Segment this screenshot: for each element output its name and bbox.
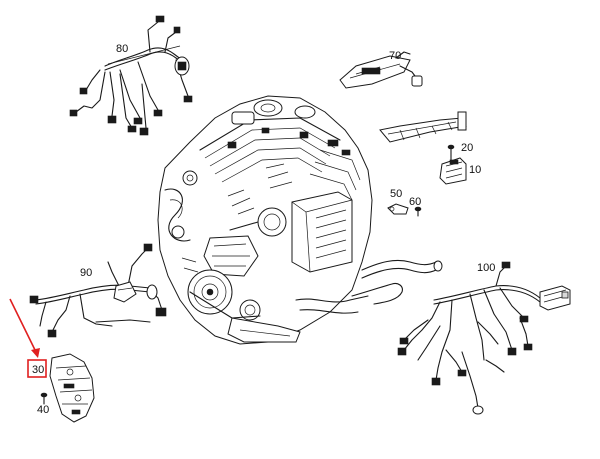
- callout-90[interactable]: 90: [80, 267, 92, 279]
- callout-50[interactable]: 50: [390, 188, 402, 200]
- part-60-bolt[interactable]: [414, 206, 422, 217]
- callout-60[interactable]: 60: [409, 196, 421, 208]
- callout-40[interactable]: 40: [37, 404, 49, 416]
- part-80-harness[interactable]: [69, 15, 193, 136]
- part-90-harness[interactable]: [29, 243, 167, 338]
- callout-80[interactable]: 80: [116, 43, 128, 55]
- callout-labels: 80 70 20 10 50 60 90 100 30 40: [32, 43, 495, 416]
- highlight-arrowhead-icon: [31, 348, 40, 358]
- engine-assembly[interactable]: [157, 95, 373, 345]
- callout-70[interactable]: 70: [389, 50, 401, 62]
- part-10-control-module[interactable]: [439, 157, 467, 185]
- highlight-marker: [9, 298, 47, 378]
- callout-20[interactable]: 20: [461, 142, 473, 154]
- cable-guide-rail: [379, 111, 467, 143]
- callout-10[interactable]: 10: [469, 164, 481, 176]
- part-100-connector-module: [539, 285, 571, 311]
- part-20-bolt[interactable]: [447, 144, 455, 161]
- part-50-bracket[interactable]: [387, 203, 409, 215]
- highlight-box: [27, 359, 47, 378]
- part-40-bolt[interactable]: [40, 392, 48, 405]
- part-70-bracket[interactable]: [339, 51, 423, 89]
- callout-100[interactable]: 100: [477, 262, 495, 274]
- part-100-harness[interactable]: [397, 261, 541, 415]
- callout-30[interactable]: 30: [32, 364, 44, 376]
- coolant-hose: [351, 259, 443, 305]
- highlight-arrow-line: [9, 298, 37, 353]
- part-30-bracket[interactable]: [49, 353, 95, 423]
